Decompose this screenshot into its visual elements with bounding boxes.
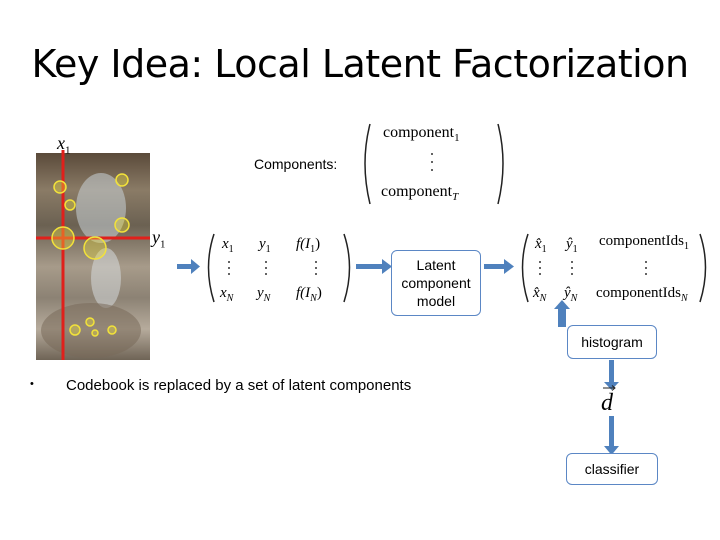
vdots — [228, 153, 647, 275]
matrix-right-xN: x̂N — [533, 285, 547, 304]
component-first: component1 — [383, 124, 460, 145]
classifier-box: classifier — [566, 453, 658, 485]
matrix-left-yN: yN — [257, 285, 271, 304]
d-vector-label: d — [601, 390, 613, 416]
x1-label: x1 — [57, 133, 71, 157]
y1-label: y1 — [152, 227, 166, 251]
histogram-box: histogram — [567, 325, 657, 359]
matrix-left-f1: f(I1) — [296, 236, 321, 255]
bullet-text: Codebook is replaced by a set of latent … — [66, 377, 412, 394]
components-brackets — [207, 123, 707, 303]
flow-arrows — [177, 259, 619, 455]
components-label: Components: — [254, 156, 338, 172]
image-with-keypoints — [36, 153, 150, 360]
matrix-left-xN: xN — [220, 285, 234, 304]
latent-component-model-box: Latent component model — [391, 250, 481, 316]
matrix-right-x1: x̂1 — [535, 236, 547, 255]
component-last: componentT — [381, 183, 459, 204]
slide-title: Key Idea: Local Latent Factorization — [31, 42, 689, 86]
matrix-right-yN: ŷN — [564, 285, 578, 304]
vector-arrow — [603, 385, 616, 391]
matrix-left-fN: f(IN) — [296, 285, 322, 304]
matrix-right-ids1: componentIds1 — [599, 233, 689, 252]
matrix-right-y1: ŷ1 — [566, 236, 578, 255]
keypoint-circles — [51, 173, 130, 337]
bullet-dot: • — [30, 378, 34, 390]
matrix-left-y1: y1 — [259, 236, 271, 255]
matrix-right-idsN: componentIdsN — [596, 285, 688, 304]
matrix-left-x1: x1 — [222, 236, 234, 255]
